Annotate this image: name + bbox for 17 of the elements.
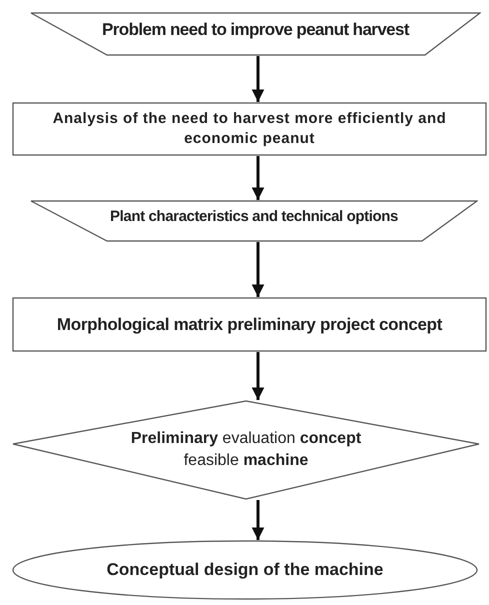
process-box: [12, 297, 487, 352]
arrow: [252, 500, 264, 540]
step-text: Analysis of the need to harvest more efficiently and economic peanut: [52, 109, 448, 149]
trapezoid-shape: [30, 12, 481, 56]
step-text: Preliminary evaluation concept feasible machine: [130, 429, 362, 471]
step-text: Morphological matrix preliminary project concept: [56, 314, 442, 336]
process-box: [12, 102, 487, 156]
decision-diamond: [12, 400, 480, 500]
terminal-ellipse: [12, 540, 478, 600]
step-text: Conceptual design of the machine: [106, 559, 384, 582]
step-text: Problem need to improve peanut harvest: [102, 19, 409, 42]
arrow: [252, 352, 264, 400]
arrow: [252, 56, 264, 102]
step-text: Plant characteristics and technical options: [110, 206, 398, 227]
arrow: [252, 156, 264, 200]
trapezoid-shape: [30, 200, 478, 242]
arrow: [252, 242, 264, 297]
